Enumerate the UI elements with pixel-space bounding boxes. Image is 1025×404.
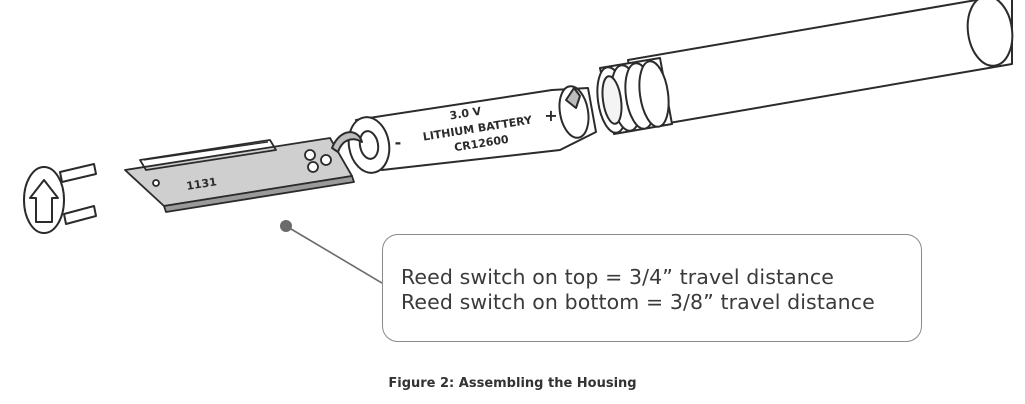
reed-switch-marker — [280, 220, 292, 232]
battery-minus: - — [395, 133, 402, 152]
callout-text-bottom: Reed switch on bottom = 3/8” travel dist… — [401, 290, 875, 314]
battery-plus: + — [544, 106, 557, 125]
spring-contact — [331, 131, 363, 153]
circuit-board: 1131 — [124, 137, 355, 213]
figure-caption: Figure 2: Assembling the Housing — [388, 376, 637, 391]
callout-leader — [280, 220, 383, 284]
circuit-board-label: 1131 — [185, 175, 217, 193]
end-cap — [23, 163, 97, 234]
battery: 3.0 V LITHIUM BATTERY CR12600 - + — [331, 85, 597, 174]
reed-switch-callout — [382, 234, 922, 342]
battery-voltage: 3.0 V — [449, 105, 483, 123]
callout-text-top: Reed switch on top = 3/4” travel distanc… — [401, 265, 834, 289]
housing-tube — [596, 0, 1014, 135]
arrow-up-icon — [29, 179, 59, 223]
